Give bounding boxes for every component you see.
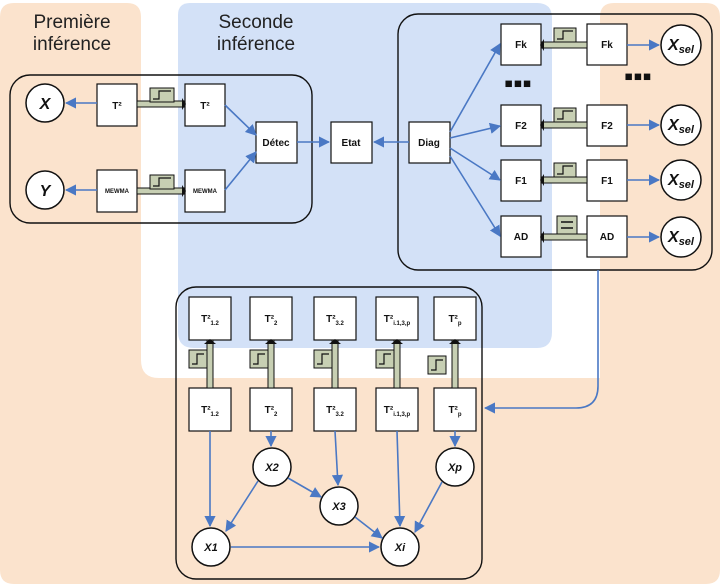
t2-2-top-label: T²2 xyxy=(265,314,278,327)
variable-xp-node: Xp xyxy=(435,447,475,487)
bottom-t2-bottom-row xyxy=(188,387,477,432)
t2-1-2-top-label: T²1.2 xyxy=(201,314,219,327)
indicator-ad-label: AD xyxy=(600,232,614,243)
t2-threshold-link xyxy=(136,87,186,110)
fault-f2-label: F2 xyxy=(515,121,527,132)
top-network-frame xyxy=(9,74,313,224)
variable-x-node: X xyxy=(25,83,65,123)
xsel-f1-node: Xsel xyxy=(660,159,702,201)
second-inference-title-line2: inférence xyxy=(216,34,296,55)
t2-i-top-label: T²i.1,3,p xyxy=(384,314,411,327)
indicator-f1-node: F1 xyxy=(586,159,628,202)
variable-xi-node: Xi xyxy=(380,527,420,567)
variable-x1-node: X1 xyxy=(191,527,231,567)
fault-ad-label: AD xyxy=(514,232,528,243)
variable-xi-label: Xi xyxy=(394,542,406,554)
etat-label: Etat xyxy=(342,138,362,149)
t2-3-2-top-label: T²3.2 xyxy=(326,314,344,327)
variable-y-node: Y xyxy=(25,170,65,210)
detec-node: Détec xyxy=(255,121,298,164)
bottom-t2-top-row xyxy=(188,296,477,341)
f2-threshold-link xyxy=(540,107,588,131)
fault-f1-node: F1 xyxy=(500,159,542,202)
variable-y-label: Y xyxy=(40,183,52,200)
xsel-f2-label: Xsel xyxy=(667,117,695,136)
variable-x2-label: X2 xyxy=(264,462,278,474)
t2-right-label: T² xyxy=(200,101,210,112)
t2-p-top-label: T²p xyxy=(448,314,461,327)
second-inference-title-line1: Seconde xyxy=(218,12,294,33)
t2-i-bottom-label: T²i.1,3,p xyxy=(384,405,411,418)
variable-x3-label: X3 xyxy=(331,501,345,513)
t2-2-bottom-label: T²2 xyxy=(265,405,278,418)
top-network-arrows xyxy=(64,97,409,196)
indicator-f2-node: F2 xyxy=(586,104,628,147)
xsel-f1-label: Xsel xyxy=(667,172,695,191)
t2-p-bottom-label: T²p xyxy=(448,405,461,418)
bottom-network-frame xyxy=(175,286,483,580)
mewma-threshold-link xyxy=(136,174,186,197)
xsel-ad-label: Xsel xyxy=(667,229,695,248)
fault-ad-node: AD xyxy=(500,215,542,258)
indicator-fk-node: Fk xyxy=(586,23,628,66)
xsel-fk-label: Xsel xyxy=(667,37,695,56)
variable-x3-node: X3 xyxy=(319,486,359,526)
xsel-fk-node: Xsel xyxy=(660,24,702,66)
indicator-f1-label: F1 xyxy=(601,176,613,187)
ad-threshold-link xyxy=(540,215,588,243)
variable-x-label: X xyxy=(39,96,52,113)
t2-right-node: T² xyxy=(184,83,226,127)
t2-1-2-bottom-label: T²1.2 xyxy=(201,405,219,418)
diag-network-arrows xyxy=(449,39,661,243)
f1-threshold-link xyxy=(540,162,588,186)
first-inference-zone xyxy=(0,3,720,584)
variable-xp-label: Xp xyxy=(447,462,462,474)
first-inference-title-line2: inférence xyxy=(32,34,112,55)
fault-fk-node: Fk xyxy=(500,23,542,66)
bottom-threshold-links xyxy=(188,339,461,389)
indicator-fk-label: Fk xyxy=(601,40,613,51)
t2-3-2-bottom-label: T²3.2 xyxy=(326,405,344,418)
mewma-right-node: MEWMA xyxy=(184,169,226,213)
ellipsis-right: ▪▪▪ xyxy=(624,61,652,91)
diag-node: Diag xyxy=(408,121,451,164)
xsel-f2-node: Xsel xyxy=(660,104,702,146)
diag-to-bottom-connector xyxy=(483,270,599,414)
fault-fk-label: Fk xyxy=(515,40,527,51)
mewma-left-label: MEWMA xyxy=(105,189,130,195)
detec-label: Détec xyxy=(262,138,290,149)
fault-f2-node: F2 xyxy=(500,104,542,147)
etat-node: Etat xyxy=(330,121,373,164)
mewma-right-label: MEWMA xyxy=(193,189,218,195)
first-inference-title: Première inférence xyxy=(12,12,132,56)
ellipsis-left: ▪▪▪ xyxy=(504,68,532,98)
second-inference-title: Seconde inférence xyxy=(196,12,316,56)
first-inference-title-line1: Première xyxy=(33,12,111,33)
diag-label: Diag xyxy=(418,138,440,149)
variable-x1-label: X1 xyxy=(203,542,217,554)
variable-x2-node: X2 xyxy=(252,447,292,487)
second-inference-zone xyxy=(178,3,552,348)
indicator-f2-label: F2 xyxy=(601,121,613,132)
bottom-network-arrows xyxy=(204,430,461,553)
fk-threshold-link xyxy=(540,27,588,51)
t2-left-node: T² xyxy=(96,83,138,127)
fault-f1-label: F1 xyxy=(515,176,527,187)
xsel-ad-node: Xsel xyxy=(660,216,702,258)
mewma-left-node: MEWMA xyxy=(96,169,138,213)
indicator-ad-node: AD xyxy=(586,215,628,258)
t2-left-label: T² xyxy=(112,101,122,112)
